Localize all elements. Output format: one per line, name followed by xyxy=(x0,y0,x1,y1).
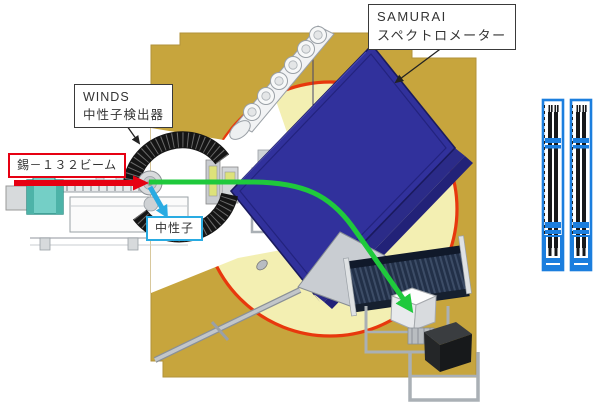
neutron-wall-1 xyxy=(541,98,565,272)
samurai-spectrometer-label: SAMURAI スペクトロメーター xyxy=(368,4,516,50)
neutron-arrow xyxy=(147,185,168,219)
neutron-wall-detectors xyxy=(541,98,593,272)
winds-label-line2: 中性子検出器 xyxy=(83,108,165,123)
black-box-detector xyxy=(408,322,480,402)
winds-leader-arrow xyxy=(126,125,141,145)
beamline-magnet-teal xyxy=(26,172,64,215)
cylinder-ladder xyxy=(229,25,335,140)
winds-detector-label: WINDS 中性子検出器 xyxy=(74,84,174,129)
samurai-label-line1: SAMURAI xyxy=(377,9,447,24)
beam-label-text: 錫－１３２ビーム xyxy=(17,158,117,172)
trajectory-arrow xyxy=(149,179,414,314)
neutron-wall-2 xyxy=(569,98,593,272)
neutron-label-text: 中性子 xyxy=(155,221,195,235)
neutron-label: 中性子 xyxy=(146,216,204,242)
samurai-label-line2: スペクトロメーター xyxy=(377,27,507,43)
tin-132-beam-label: 錫－１３２ビーム xyxy=(8,153,126,179)
samurai-leader-arrow xyxy=(394,43,448,84)
winds-label-line1: WINDS xyxy=(83,90,130,104)
